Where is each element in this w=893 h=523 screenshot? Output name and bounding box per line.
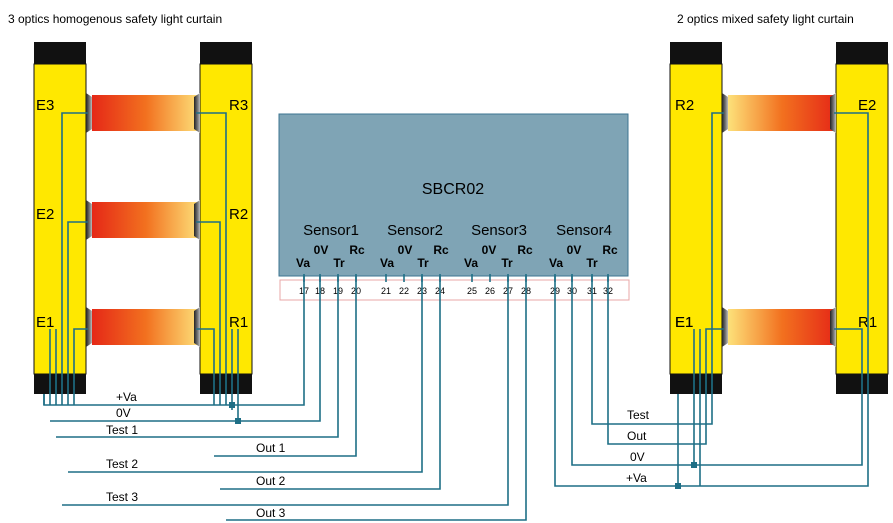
left-beam-3 bbox=[92, 95, 200, 131]
wire-label-test: Test bbox=[627, 408, 650, 422]
pin-label-s4-0v: 0V bbox=[567, 243, 582, 257]
wire-label-out1: Out 1 bbox=[256, 441, 286, 455]
pin-label-s3-rc: Rc bbox=[517, 243, 533, 257]
left-emitter-label-e2: E2 bbox=[36, 206, 54, 223]
right-curtain-title: 2 optics mixed safety light curtain bbox=[677, 12, 854, 26]
right-beam-1 bbox=[728, 309, 836, 345]
left-curtain-title: 3 optics homogenous safety light curtain bbox=[8, 12, 222, 26]
left-receiver-lens-1 bbox=[194, 307, 200, 347]
left-receiver-label-r1: R1 bbox=[229, 314, 248, 331]
junction-dot-va-left bbox=[229, 402, 235, 408]
wire-label-test3: Test 3 bbox=[106, 490, 138, 504]
right-receiver-top-cap bbox=[670, 42, 722, 64]
left-emitter-label-e1: E1 bbox=[36, 314, 54, 331]
sensor-label-2: Sensor2 bbox=[387, 222, 443, 239]
pin-label-s2-0v: 0V bbox=[398, 243, 413, 257]
pin-label-s1-rc: Rc bbox=[349, 243, 365, 257]
sensor-label-1: Sensor1 bbox=[303, 222, 359, 239]
wire-label-out3: Out 3 bbox=[256, 506, 286, 520]
controller-name: SBCR02 bbox=[422, 181, 484, 198]
right-beam-2 bbox=[728, 95, 836, 131]
terminal-21: 21 bbox=[381, 286, 391, 296]
left-receiver-label-r3: R3 bbox=[229, 97, 248, 114]
wire-label-va-right: +Va bbox=[626, 471, 647, 485]
pin-label-s4-rc: Rc bbox=[602, 243, 618, 257]
wire-label-0v: 0V bbox=[116, 406, 131, 420]
left-emitter-lens-2 bbox=[86, 200, 92, 240]
left-curtain-internal-wires bbox=[49, 112, 239, 405]
wire-label-test2: Test 2 bbox=[106, 457, 138, 471]
right-receiver-bottom-cap bbox=[670, 374, 722, 394]
pin-label-s3-0v: 0V bbox=[482, 243, 497, 257]
right-emitter-top-cap bbox=[836, 42, 888, 64]
right-receiver-label-r2: R2 bbox=[675, 97, 694, 114]
wire-label-out: Out bbox=[627, 429, 647, 443]
pin-label-s3-tr: Tr bbox=[501, 256, 513, 270]
junction-dot-0v-left bbox=[235, 418, 241, 424]
right-curtain: R2 E1 E2 E1 R1 bbox=[669, 42, 889, 394]
pin-label-s1-va: Va bbox=[296, 256, 310, 270]
pin-label-s2-tr: Tr bbox=[417, 256, 429, 270]
pin-label-s3-va: Va bbox=[464, 256, 478, 270]
right-emitter-lens-2 bbox=[830, 93, 836, 133]
right-curtain-internal-wires bbox=[693, 112, 869, 405]
right-receiver-lens-1 bbox=[722, 307, 728, 347]
pin-label-s4-va: Va bbox=[549, 256, 563, 270]
right-wire-labels: Test Out 0V +Va bbox=[626, 408, 650, 485]
pin-label-s2-rc: Rc bbox=[433, 243, 449, 257]
wire-label-0v-right: 0V bbox=[630, 450, 645, 464]
left-wire-labels: +Va 0V Test 1 Out 1 Test 2 Out 2 Test 3 … bbox=[106, 390, 286, 520]
wire-label-test1: Test 1 bbox=[106, 423, 138, 437]
left-emitter-top-cap bbox=[34, 42, 86, 64]
pin-label-s2-va: Va bbox=[380, 256, 394, 270]
left-receiver-top-cap bbox=[200, 42, 252, 64]
left-emitter-label-e3: E3 bbox=[36, 97, 54, 114]
sensor-label-4: Sensor4 bbox=[556, 222, 612, 239]
left-emitter-lens-1 bbox=[86, 307, 92, 347]
left-emitter-lens-3 bbox=[86, 93, 92, 133]
sensor-label-3: Sensor3 bbox=[471, 222, 527, 239]
wire-label-out2: Out 2 bbox=[256, 474, 286, 488]
terminal-strip bbox=[279, 279, 630, 301]
right-receiver-label-r1: E1 bbox=[675, 314, 693, 331]
pin-label-s4-tr: Tr bbox=[586, 256, 598, 270]
terminal-22: 22 bbox=[399, 286, 409, 296]
right-emitter-label-e2: E2 bbox=[858, 97, 876, 114]
right-receiver-lens-2 bbox=[722, 93, 728, 133]
right-field-wires bbox=[554, 276, 869, 489]
left-beam-1 bbox=[92, 309, 200, 345]
terminal-26: 26 bbox=[485, 286, 495, 296]
sensor-label-group: Sensor1 Sensor2 Sensor3 Sensor4 bbox=[303, 222, 612, 239]
left-receiver-lens-2 bbox=[194, 200, 200, 240]
right-emitter-body bbox=[835, 63, 889, 375]
right-receiver-label-e1: E1 bbox=[675, 314, 693, 331]
left-beam-2 bbox=[92, 202, 200, 238]
left-emitter-bottom-cap bbox=[34, 374, 86, 394]
left-field-wires bbox=[43, 276, 527, 521]
terminal-25: 25 bbox=[467, 286, 477, 296]
controller-body bbox=[278, 113, 629, 277]
left-receiver-label-r2: R2 bbox=[229, 206, 248, 223]
right-emitter-lens-1 bbox=[830, 307, 836, 347]
wire-label-va: +Va bbox=[116, 390, 137, 404]
pin-label-s1-tr: Tr bbox=[333, 256, 345, 270]
junction-dot-0v-right bbox=[691, 462, 697, 468]
right-receiver-body bbox=[669, 63, 723, 375]
pin-label-s1-0v: 0V bbox=[314, 243, 329, 257]
controller-sbcr02: SBCR02 Sensor1 Sensor2 Sensor3 Sensor4 Va 0V… bbox=[278, 113, 630, 301]
